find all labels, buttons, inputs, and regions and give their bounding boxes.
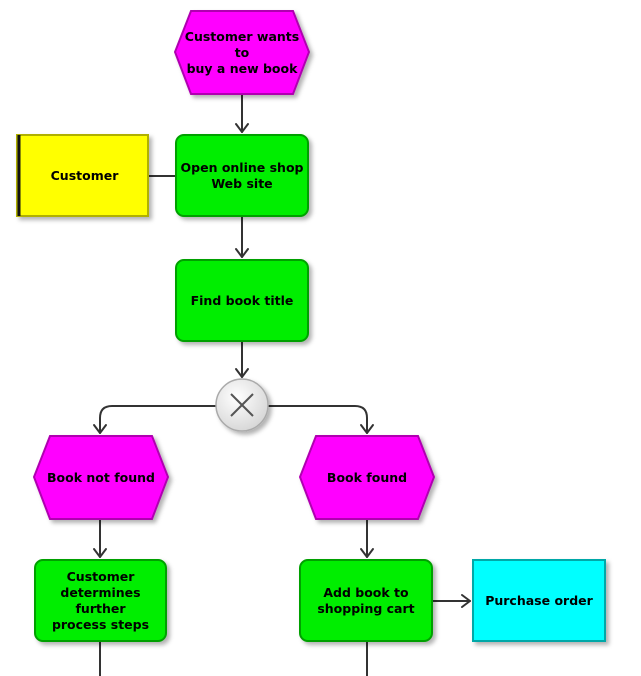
arrowhead-xor-to-not-found [93, 424, 107, 434]
arrowhead-start-to-open-shop [235, 123, 249, 133]
org-customer-shape[interactable] [16, 134, 149, 217]
event-not-found-shape[interactable] [32, 435, 170, 520]
connector-xor-to-not-found[interactable] [99, 405, 217, 434]
info-purchase-order-shape[interactable] [472, 559, 606, 642]
shapes [16, 10, 606, 642]
event-found-shape[interactable] [298, 435, 436, 520]
xor-connector-icon[interactable] [215, 378, 269, 432]
func-add-cart-shape[interactable] [299, 559, 433, 642]
connectors [93, 93, 471, 676]
event-start-shape[interactable] [173, 10, 311, 95]
arrowhead-not-found-to-determine [93, 548, 107, 558]
connector-xor-to-found[interactable] [267, 405, 368, 434]
func-find-title-shape[interactable] [175, 259, 309, 342]
func-determine-steps-shape[interactable] [34, 559, 167, 642]
arrowhead-found-to-add-cart [360, 548, 374, 558]
func-open-shop-shape[interactable] [175, 134, 309, 217]
arrowhead-open-shop-to-find-title [235, 248, 249, 258]
arrowhead-find-title-to-xor [235, 368, 249, 378]
arrowhead-xor-to-found [360, 424, 374, 434]
arrowhead-add-cart-to-purchase-order [461, 594, 471, 608]
